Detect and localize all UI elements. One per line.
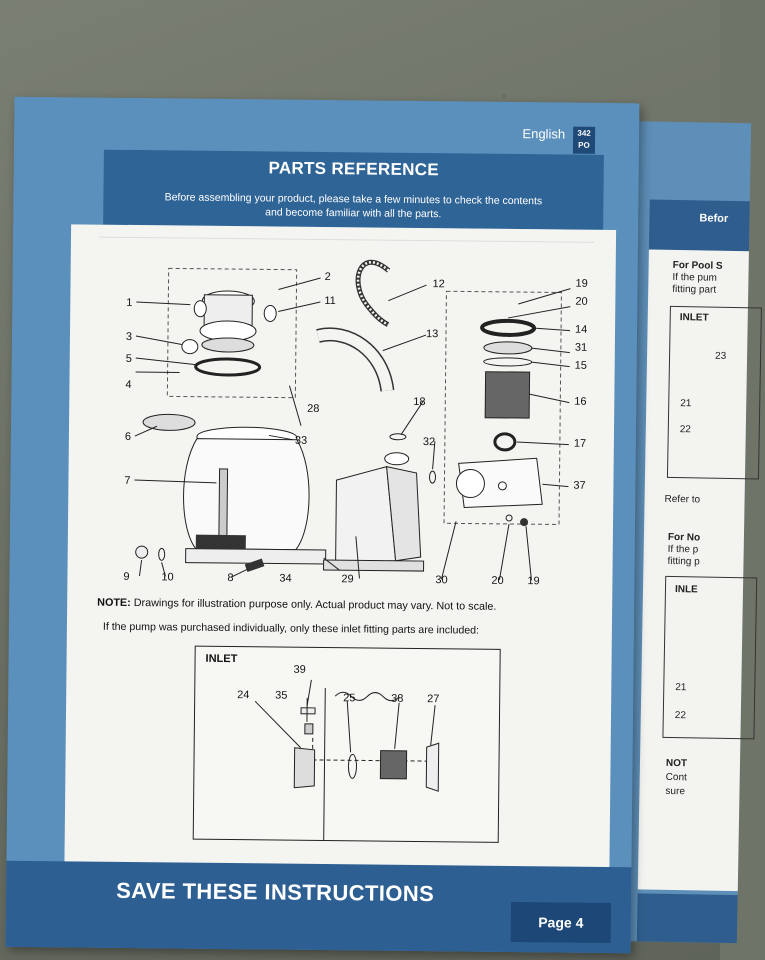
- adjacent-callout-21: 21: [680, 398, 692, 410]
- callout-1: 1: [126, 296, 133, 309]
- adjacent-callout-21b: 21: [675, 682, 687, 694]
- adjacent-inlet-label-2: INLE: [674, 584, 698, 596]
- callout-12: 12: [432, 278, 445, 291]
- inlet-callout-38: 38: [391, 692, 404, 705]
- callout-5: 5: [125, 352, 132, 365]
- callout-3: 3: [125, 330, 133, 343]
- callout-19-bottom: 19: [527, 575, 540, 588]
- callout-2: 2: [324, 271, 331, 284]
- adjacent-callout-22b: 22: [674, 710, 687, 722]
- footer-band: SAVE THESE INSTRUCTIONS Page 4: [5, 860, 632, 954]
- callout-14: 14: [574, 323, 588, 336]
- callout-37: 37: [573, 479, 586, 492]
- callout-16: 16: [574, 395, 587, 408]
- adjacent-line1: If the pum: [672, 271, 718, 284]
- part-38-drawing: [379, 750, 408, 780]
- callout-31: 31: [574, 341, 588, 354]
- save-instructions-text: SAVE THESE INSTRUCTIONS: [116, 877, 435, 907]
- adjacent-not: NOT: [665, 757, 688, 770]
- callout-8: 8: [227, 572, 234, 585]
- adjacent-callout-23: 23: [714, 350, 727, 362]
- callout-15: 15: [574, 359, 587, 372]
- adjacent-cont: Cont: [665, 771, 687, 784]
- callout-9: 9: [123, 570, 130, 583]
- subtitle-line2: and become familiar with all the parts.: [265, 206, 442, 221]
- adjacent-fitting-p: fitting p: [667, 555, 700, 568]
- content-panel: 1 2 3 4 5 6 7 8 9 10 11 12 13 14 15 16 1…: [64, 224, 617, 871]
- part-25-drawing: [347, 753, 357, 779]
- strainer-group-box: [443, 290, 562, 525]
- callout-33: 33: [294, 434, 308, 447]
- inlet-callout-25: 25: [343, 692, 356, 705]
- callout-20-top: 20: [575, 295, 588, 308]
- adjacent-heading: Befor: [699, 212, 729, 225]
- callout-4: 4: [125, 378, 132, 391]
- header-band: PARTS REFERENCE Before assembling your p…: [103, 149, 604, 230]
- callout-32: 32: [422, 436, 436, 449]
- adjacent-callout-22: 22: [679, 424, 692, 436]
- adjacent-pool-heading: For Pool S: [672, 259, 723, 272]
- inlet-callout-39: 39: [293, 663, 306, 676]
- part-27-drawing: [425, 742, 440, 792]
- inlet-callout-24: 24: [237, 689, 250, 702]
- callout-29: 29: [341, 573, 354, 586]
- note-label: NOTE:: [97, 596, 131, 609]
- callout-18: 18: [413, 395, 426, 409]
- adjacent-refer: Refer to: [664, 493, 701, 506]
- adjacent-line2: fitting part: [672, 283, 717, 296]
- page-code-badge: 342 PO: [572, 126, 596, 154]
- adjacent-content: For Pool S If the pum fitting part INLET…: [637, 249, 762, 892]
- callout-10: 10: [161, 571, 174, 584]
- inlet-fitting-box: INLET: [192, 645, 501, 843]
- page-number: Page 4: [510, 901, 612, 944]
- valve-group-box: [166, 267, 298, 399]
- part-35-drawing: [304, 723, 314, 735]
- pump-purchase-note: If the pump was purchased individually, …: [102, 620, 480, 637]
- manual-page: English 342 PO PARTS REFERENCE Before as…: [5, 96, 640, 954]
- subtitle-line1: Before assembling your product, please t…: [164, 191, 543, 208]
- callout-34: 34: [279, 572, 292, 585]
- callout-28: 28: [307, 402, 320, 415]
- callout-19-top: 19: [575, 277, 588, 290]
- adjacent-inlet-label: INLET: [679, 312, 709, 324]
- inlet-callout-27: 27: [427, 693, 440, 706]
- page-subtitle: Before assembling your product, please t…: [143, 190, 563, 222]
- language-label: English: [522, 126, 566, 142]
- callout-30: 30: [435, 574, 448, 587]
- part-39-drawing: [300, 707, 316, 715]
- adjacent-sure: sure: [665, 785, 686, 798]
- adjacent-footer-band: [636, 893, 738, 944]
- inlet-callout-35: 35: [275, 689, 288, 702]
- page-code-line2: PO: [578, 140, 590, 150]
- parts-diagram: [95, 236, 594, 601]
- callout-7: 7: [124, 474, 131, 487]
- inlet-diagram: [254, 679, 440, 841]
- hose-drawing: [355, 259, 391, 327]
- callout-6: 6: [124, 430, 132, 443]
- adjacent-if-the-p: If the p: [667, 543, 699, 556]
- page-title: PARTS REFERENCE: [268, 158, 440, 180]
- callout-20-bottom: 20: [491, 574, 504, 587]
- callout-11: 11: [324, 295, 336, 308]
- callout-17: 17: [573, 437, 587, 450]
- adjacent-header-band: Befor: [648, 199, 750, 252]
- part-24-drawing: [293, 747, 316, 789]
- callout-13: 13: [425, 328, 439, 341]
- page-code-line1: 342: [577, 128, 591, 138]
- note-body: Drawings for illustration purpose only. …: [130, 596, 497, 613]
- adjacent-for-no: For No: [667, 531, 701, 544]
- adjacent-inlet-box: [666, 305, 762, 480]
